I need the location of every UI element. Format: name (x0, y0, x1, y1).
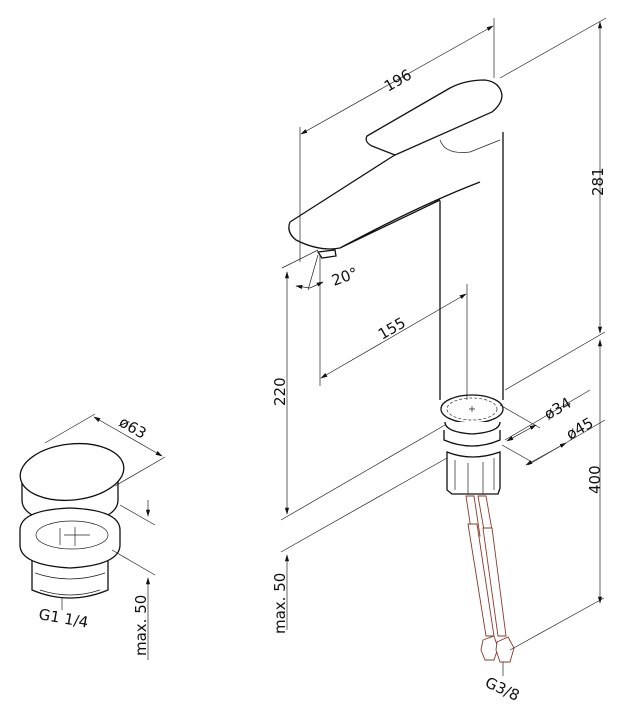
drain-dimension-lines (44, 413, 166, 660)
dim-hose-length: 400 (586, 465, 604, 494)
drain-thread: G1 1/4 (37, 605, 89, 631)
dim-max-deck: max. 50 (271, 573, 289, 634)
nut-ribs (454, 458, 495, 494)
dim-hose-connection: G3/8 (482, 673, 522, 704)
drain-cap-diameter: ø63 (116, 413, 149, 443)
aerator (316, 249, 337, 259)
center-mark (469, 406, 475, 412)
drain-strainer (35, 520, 109, 550)
faucet-spout (288, 154, 481, 250)
base-hidden-outline (446, 397, 498, 421)
hose-nut-right (495, 636, 515, 663)
hose-nut-left (480, 635, 499, 661)
dim-spout-reach: 155 (375, 314, 409, 344)
drain-max-thickness: max. 50 (132, 595, 150, 656)
dim-body-diameter: ø34 (541, 394, 574, 424)
drain-cap (19, 442, 125, 502)
dimension-lines (280, 17, 607, 676)
drain-flange (19, 507, 121, 569)
dim-spout-length: 196 (381, 66, 415, 96)
pop-up-drain (19, 442, 125, 610)
mounting-ring (443, 421, 501, 447)
mounting-nut (446, 451, 501, 495)
faucet (288, 79, 504, 495)
dim-total-height: 281 (589, 167, 607, 196)
strainer-detail (59, 527, 90, 546)
dim-spout-angle: 20° (329, 264, 360, 290)
supply-hoses (465, 495, 515, 663)
drain-thread-lines (34, 572, 106, 596)
hose-right (482, 527, 507, 637)
dim-spout-height: 220 (271, 377, 289, 406)
faucet-body (439, 132, 504, 400)
dim-base-diameter: ø45 (563, 414, 596, 444)
